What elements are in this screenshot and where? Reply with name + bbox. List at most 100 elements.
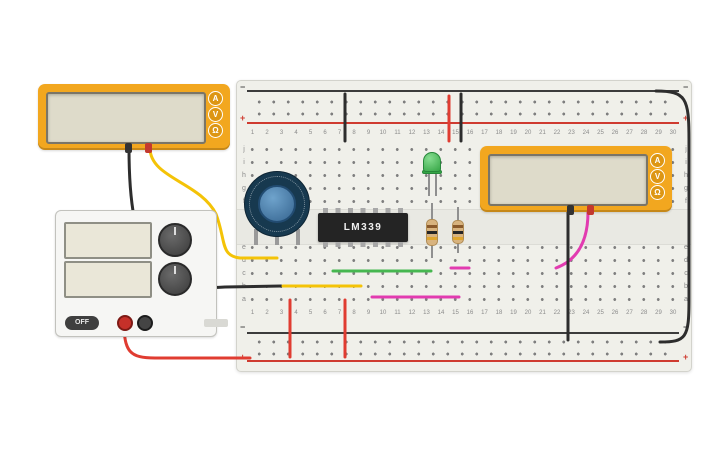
- column-number: 1: [250, 130, 255, 136]
- row-letter: a: [242, 296, 246, 303]
- column-number: 25: [597, 130, 604, 136]
- resistor-body: [426, 219, 438, 246]
- column-number: 9: [366, 310, 371, 316]
- row-letter: j: [243, 146, 245, 153]
- column-number: 4: [294, 310, 298, 316]
- resistor-2[interactable]: [452, 207, 464, 253]
- breadboard-holes-bottom-rail[interactable]: [252, 336, 673, 360]
- row-letter: e: [242, 244, 246, 251]
- column-number: 22: [553, 130, 561, 136]
- voltmeter-mode-button[interactable]: V: [650, 169, 665, 184]
- ammeter-mode-button[interactable]: A: [650, 153, 665, 168]
- column-number: 16: [466, 130, 474, 136]
- current-knob[interactable]: [158, 262, 192, 296]
- column-number: 6: [323, 310, 327, 316]
- voltage-knob[interactable]: [158, 223, 192, 257]
- column-number: 23: [568, 130, 575, 136]
- row-letter: h: [684, 172, 688, 179]
- potentiometer-pin-3[interactable]: [296, 229, 300, 245]
- column-number: 27: [626, 130, 633, 136]
- ic-lm339[interactable]: LM339: [318, 208, 408, 247]
- row-letter: d: [684, 257, 688, 264]
- breadboard-holes-bottom-half[interactable]: [245, 241, 680, 306]
- row-letter: i: [685, 159, 687, 166]
- column-number: 17: [481, 310, 488, 316]
- bottom-negative-rail-line: [247, 332, 679, 334]
- resistor-band: [427, 237, 437, 240]
- led-dome: [423, 152, 441, 172]
- column-number: 16: [466, 310, 474, 316]
- column-number: 15: [452, 310, 459, 316]
- column-number: 12: [408, 130, 416, 136]
- rail-plus-label: +: [683, 113, 689, 123]
- row-letter: c: [684, 270, 688, 277]
- rail-minus-label: −: [683, 322, 689, 332]
- row-letter: f: [685, 198, 687, 205]
- led-green[interactable]: [422, 146, 442, 198]
- potentiometer-knob[interactable]: [258, 185, 296, 223]
- column-number: 22: [553, 310, 561, 316]
- column-number: 28: [640, 130, 648, 136]
- multimeter-2[interactable]: A V Ω: [480, 146, 672, 215]
- rail-plus-label: +: [683, 352, 689, 362]
- led-cathode-leg[interactable]: [428, 172, 430, 196]
- power-supply[interactable]: OFF: [55, 210, 228, 337]
- ohmmeter-mode-button[interactable]: Ω: [650, 185, 665, 200]
- row-letter: b: [684, 283, 688, 290]
- wire-rail-link-black-right-edge[interactable]: [654, 89, 691, 344]
- column-number: 29: [655, 310, 662, 316]
- column-number: 28: [640, 310, 648, 316]
- rail-minus-label: −: [240, 82, 246, 92]
- column-number: 8: [352, 130, 356, 136]
- negative-terminal[interactable]: [567, 205, 574, 215]
- column-number: 13: [423, 310, 430, 316]
- multimeter-1[interactable]: A V Ω: [38, 84, 230, 153]
- column-number: 24: [582, 130, 590, 136]
- column-number: 27: [626, 310, 633, 316]
- resistor-1[interactable]: [426, 203, 438, 258]
- resistor-band: [453, 237, 463, 240]
- column-number: 1: [250, 310, 255, 316]
- column-number: 4: [294, 130, 298, 136]
- negative-terminal[interactable]: [137, 315, 153, 331]
- wire-multimeter2-magenta-probe[interactable]: [554, 210, 590, 270]
- voltmeter-mode-button[interactable]: V: [208, 107, 223, 122]
- potentiometer-pin-2[interactable]: [275, 229, 279, 245]
- potentiometer-pin-1[interactable]: [254, 229, 258, 245]
- column-number: 9: [366, 130, 371, 136]
- brand-mark: [204, 319, 228, 327]
- row-letter: h: [242, 172, 246, 179]
- row-letter: g: [684, 185, 688, 192]
- resistor-band: [427, 231, 437, 234]
- ammeter-mode-button[interactable]: A: [208, 91, 223, 106]
- resistor-band: [427, 225, 437, 228]
- led-anode-leg[interactable]: [435, 172, 437, 196]
- row-letter: c: [242, 270, 246, 277]
- column-number: 24: [582, 310, 590, 316]
- column-number: 6: [323, 130, 327, 136]
- column-number: 12: [408, 310, 416, 316]
- column-number: 21: [539, 310, 546, 316]
- resistor-band: [453, 225, 463, 228]
- negative-terminal[interactable]: [125, 143, 132, 153]
- column-number: 10: [379, 130, 387, 136]
- positive-terminal[interactable]: [145, 143, 152, 153]
- column-number: 30: [669, 130, 677, 136]
- column-number: 8: [352, 310, 356, 316]
- column-number: 14: [437, 130, 445, 136]
- column-number: 26: [611, 130, 619, 136]
- positive-terminal[interactable]: [117, 315, 133, 331]
- resistor-lead: [457, 244, 459, 253]
- ohmmeter-mode-button[interactable]: Ω: [208, 123, 223, 138]
- potentiometer[interactable]: [244, 171, 310, 245]
- power-button[interactable]: OFF: [65, 316, 99, 330]
- row-letter: j: [685, 146, 687, 153]
- top-negative-rail-line: [247, 90, 679, 92]
- column-number: 3: [279, 130, 284, 136]
- positive-terminal[interactable]: [587, 205, 594, 215]
- column-number: 19: [510, 310, 517, 316]
- row-letter: e: [684, 244, 688, 251]
- column-number: 2: [265, 130, 269, 136]
- column-number: 3: [279, 310, 284, 316]
